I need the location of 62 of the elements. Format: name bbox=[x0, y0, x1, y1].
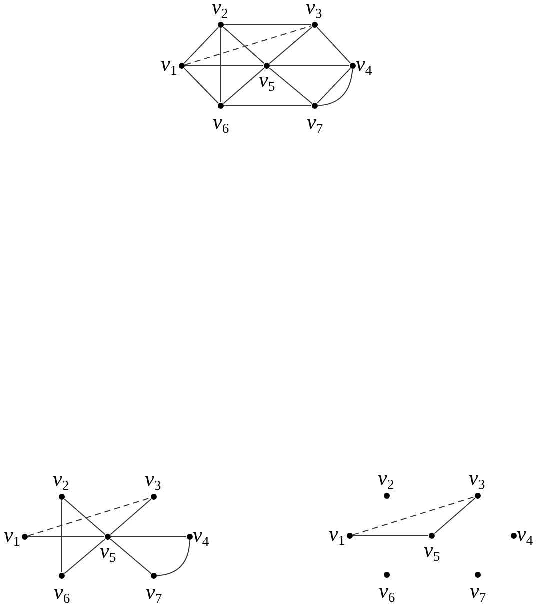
vertex-dot bbox=[429, 533, 435, 539]
vertex-label: v$_{2}$ bbox=[378, 468, 394, 489]
vertex-label: v$_{1}$ bbox=[161, 54, 178, 75]
dashed-edge bbox=[28, 498, 152, 536]
vertex-label: v$_{4}$ bbox=[193, 525, 210, 546]
edge-line bbox=[224, 24, 312, 26]
vertex-label: v$_{1}$ bbox=[329, 524, 346, 545]
edge-line bbox=[64, 498, 106, 536]
edge-line bbox=[316, 27, 352, 64]
vertex-dot bbox=[384, 572, 390, 578]
edge-line bbox=[223, 68, 265, 104]
vertex-dot bbox=[312, 22, 318, 28]
vertex-label: v$_{7}$ bbox=[307, 112, 324, 133]
edge-line bbox=[434, 498, 476, 534]
vertex-dot bbox=[151, 494, 157, 500]
edge-line bbox=[28, 536, 105, 538]
vertex-dot bbox=[105, 534, 111, 540]
vertex-label: v$_{6}$ bbox=[213, 112, 230, 133]
vertex-label: v$_{1}$ bbox=[4, 525, 20, 546]
edge-line bbox=[269, 26, 313, 64]
edge-line bbox=[184, 68, 220, 104]
edge-line bbox=[269, 68, 313, 104]
edge-line bbox=[111, 536, 187, 538]
vertex-dot bbox=[347, 533, 353, 539]
vertex-label: v$_{5}$ bbox=[424, 540, 440, 561]
vertex-dot bbox=[384, 493, 390, 499]
vertex-dot bbox=[59, 573, 65, 579]
edge-line bbox=[220, 28, 222, 103]
vertex-dot bbox=[218, 22, 224, 28]
vertex-label: v$_{7}$ bbox=[470, 581, 486, 602]
vertex-label: v$_{2}$ bbox=[212, 0, 228, 18]
edge-line bbox=[64, 538, 106, 574]
edge-line bbox=[110, 498, 152, 536]
vertex-label: v$_{6}$ bbox=[54, 582, 70, 603]
vertex-label: v$_{3}$ bbox=[469, 468, 486, 489]
vertex-label: v$_{4}$ bbox=[356, 54, 372, 75]
vertex-dot bbox=[151, 573, 157, 579]
vertex-dot bbox=[187, 534, 193, 540]
vertex-dot bbox=[22, 534, 28, 540]
edge-line bbox=[157, 540, 190, 576]
vertex-dot bbox=[350, 63, 356, 69]
vertex-dot bbox=[511, 533, 517, 539]
vertex-dot bbox=[179, 63, 185, 69]
vertex-label: v$_{5}$ bbox=[100, 541, 116, 562]
vertex-dot bbox=[312, 103, 318, 109]
vertex-label: v$_{6}$ bbox=[379, 581, 396, 602]
dashed-edge bbox=[352, 496, 476, 536]
dashed-edge bbox=[184, 26, 312, 66]
vertex-dot bbox=[218, 103, 224, 109]
vertex-label: v$_{7}$ bbox=[146, 582, 162, 603]
vertex-label: v$_{3}$ bbox=[145, 469, 162, 490]
vertex-label: v$_{5}$ bbox=[259, 70, 276, 91]
vertex-dot bbox=[264, 63, 270, 69]
vertex-label: v$_{4}$ bbox=[517, 524, 534, 545]
edge-line bbox=[223, 26, 265, 64]
edge-line bbox=[110, 538, 152, 574]
vertex-dot bbox=[475, 493, 481, 499]
edge-line bbox=[184, 27, 220, 64]
vertex-dot bbox=[475, 572, 481, 578]
vertex-dot bbox=[59, 494, 65, 500]
vertex-label: v$_{3}$ bbox=[306, 0, 322, 18]
vertex-label: v$_{2}$ bbox=[53, 469, 70, 490]
